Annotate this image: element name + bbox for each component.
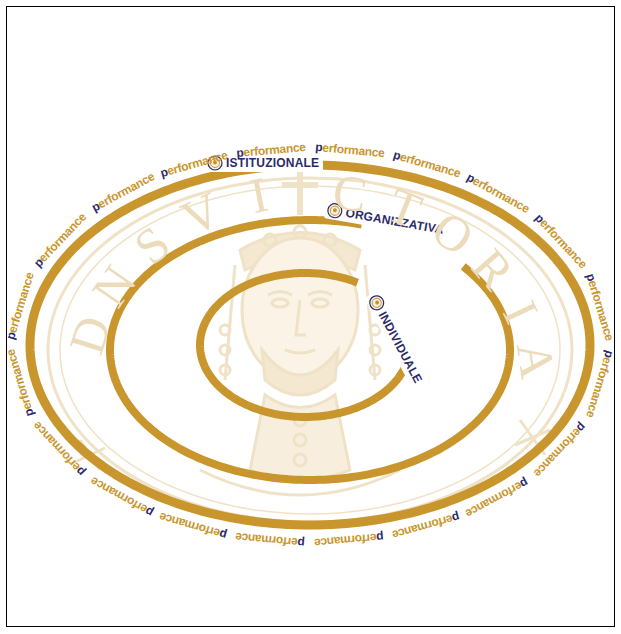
ring-text: performance (235, 531, 305, 549)
watermark-letter: V (174, 183, 228, 244)
watermark-letter: N (83, 257, 145, 315)
watermark-letter: I (495, 294, 547, 330)
frame (7, 7, 615, 627)
ring-band: ISTITUZIONALEORGANIZZATIVAINDIVIDUALE (30, 165, 590, 525)
ring-text: performance (314, 531, 384, 549)
watermark-letter: S (125, 217, 178, 273)
watermark-letter: A (509, 338, 564, 381)
ring-band: INDIVIDUALE (200, 273, 410, 417)
watermark-letter: C (329, 166, 369, 220)
watermark-letter: R (463, 240, 523, 298)
ring-text: performance (315, 141, 385, 159)
watermark-letter: I (246, 169, 272, 221)
seal-drawing (48, 170, 572, 522)
ring-arc-path (30, 165, 590, 525)
watermark-letter: O (424, 203, 482, 265)
watermark-letter: D (61, 310, 120, 359)
